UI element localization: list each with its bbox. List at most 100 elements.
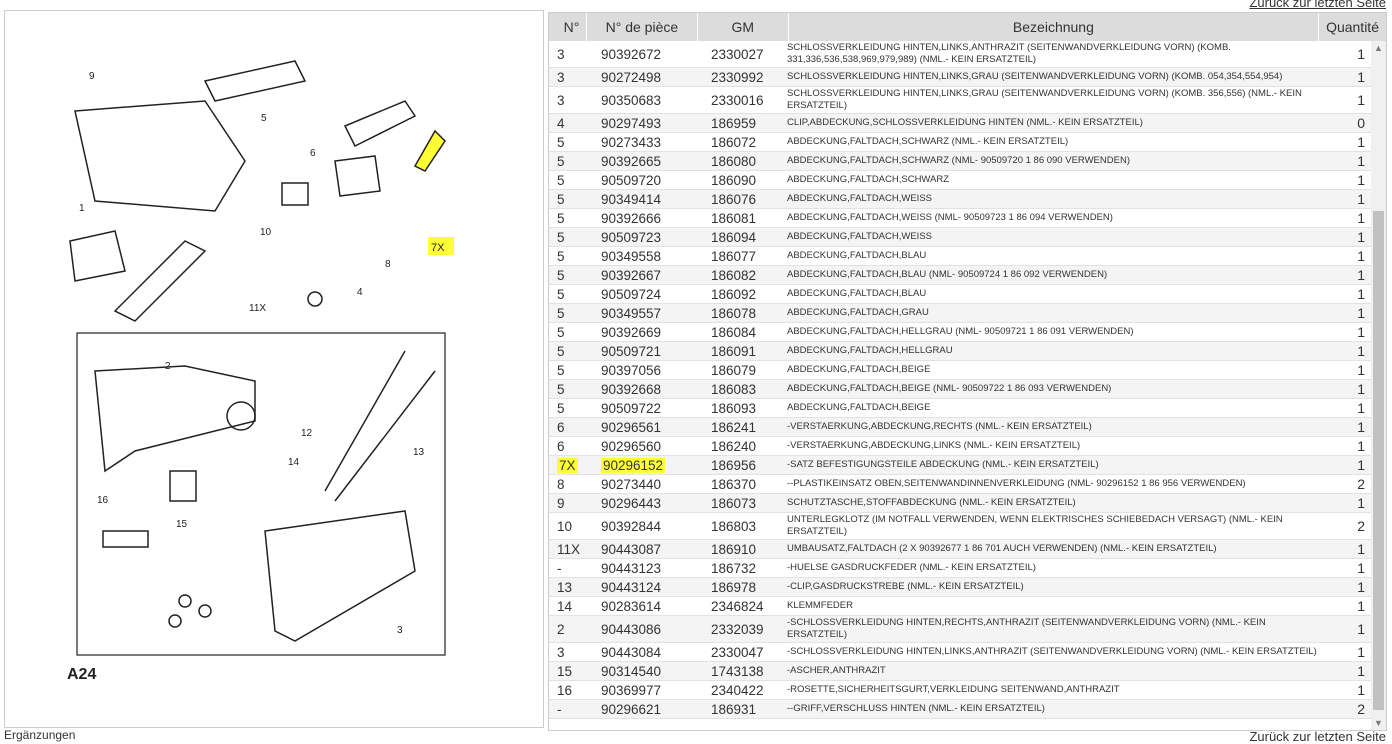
gm-number: 186978 [711, 579, 757, 595]
gm-number: 2330047 [711, 644, 764, 660]
part-number: 90443124 [601, 579, 662, 595]
item-number: 5 [557, 343, 565, 359]
item-number: 6 [557, 438, 565, 454]
back-link-bottom[interactable]: Zurück zur letzten Seite [1249, 729, 1386, 744]
gm-number: 186732 [711, 560, 757, 576]
header-gm[interactable]: GM [698, 13, 789, 41]
description: --GRIFF,VERSCHLUSS HINTEN (NML.- KEIN ER… [787, 703, 1045, 714]
item-number: 5 [557, 362, 565, 378]
quantity: 1 [1357, 153, 1365, 169]
gm-number: 186072 [711, 134, 757, 150]
description: -CLIP,GASDRUCKSTREBE (NML.- KEIN ERSATZT… [787, 581, 1024, 592]
quantity: 1 [1357, 644, 1365, 660]
item-number: 5 [557, 210, 565, 226]
description: ABDECKUNG,FALTDACH,GRAU [787, 307, 929, 318]
header-quantity[interactable]: Quantité [1326, 19, 1379, 35]
part-number: 90397056 [601, 362, 662, 378]
item-number: 15 [557, 663, 573, 679]
part-number: 90443086 [601, 621, 662, 637]
quantity: 1 [1357, 362, 1365, 378]
quantity: 1 [1357, 419, 1365, 435]
description: CLIP,ABDECKUNG,SCHLOSSVERKLEIDUNG HINTEN… [787, 117, 1143, 128]
item-number: 9 [557, 495, 565, 511]
header-description[interactable]: Bezeichnung [789, 13, 1320, 41]
table-header: N° N° de pièce GM Bezeichnung Quantité [549, 13, 1386, 41]
back-link-top[interactable]: Zurück zur letzten Seite [1249, 0, 1386, 10]
part-number: 90443084 [601, 644, 662, 660]
svg-text:10: 10 [260, 227, 272, 238]
description: -SCHLOSSVERKLEIDUNG HINTEN,RECHTS,ANTHRA… [787, 617, 1266, 640]
item-number: 6 [557, 419, 565, 435]
item-number: 5 [557, 305, 565, 321]
description: ABDECKUNG,FALTDACH,WEISS [787, 193, 932, 204]
rosette-shape [307, 291, 323, 307]
part-number: 90349558 [601, 248, 662, 264]
svg-text:15: 15 [176, 519, 188, 530]
quantity: 1 [1357, 579, 1365, 595]
part-16-shape [102, 530, 149, 548]
quantity: 1 [1357, 541, 1365, 557]
svg-text:16: 16 [97, 495, 109, 506]
description: -ROSETTE,SICHERHEITSGURT,VERKLEIDUNG SEI… [787, 684, 1120, 695]
header-part-number[interactable]: N° de pièce [587, 13, 698, 41]
item-number: 5 [557, 267, 565, 283]
gm-number: 186080 [711, 153, 757, 169]
gm-number: 1743138 [711, 663, 764, 679]
item-number: 3 [557, 644, 565, 660]
scrollbar[interactable]: ▲ ▼ [1371, 41, 1386, 730]
item-number: 5 [557, 191, 565, 207]
gm-number: 2340422 [711, 682, 764, 698]
gm-number: 186370 [711, 476, 757, 492]
scroll-up-icon[interactable]: ▲ [1374, 43, 1383, 53]
svg-text:9: 9 [89, 71, 95, 82]
part-number: 90349557 [601, 305, 662, 321]
description: ABDECKUNG,FALTDACH,BLAU [787, 250, 927, 261]
scroll-down-icon[interactable]: ▼ [1374, 718, 1383, 728]
description: SCHLOSSVERKLEIDUNG HINTEN,LINKS,GRAU (SE… [787, 71, 1283, 82]
gm-number: 186076 [711, 191, 757, 207]
side-trim-shape [113, 240, 207, 322]
item-number: 5 [557, 172, 565, 188]
scrollbar-thumb[interactable] [1373, 211, 1384, 710]
item-number: 14 [557, 598, 573, 614]
header-number[interactable]: N° [549, 13, 587, 41]
gm-number: 186091 [711, 343, 757, 359]
description: ABDECKUNG,FALTDACH,BLAU [787, 288, 927, 299]
description: KLEMMFEDER [787, 600, 853, 611]
gm-number: 186956 [711, 457, 757, 473]
